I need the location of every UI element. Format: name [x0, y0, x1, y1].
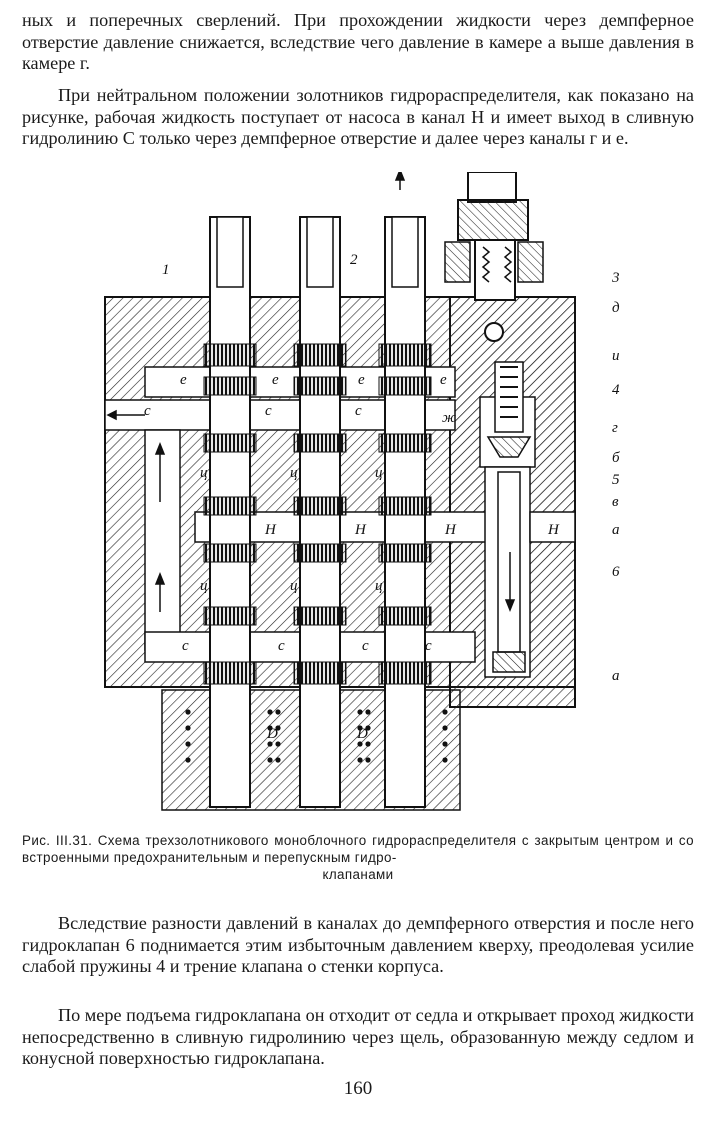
channel-h-label: Н — [547, 522, 560, 538]
callout-v: в — [612, 494, 619, 510]
paragraph-continuation: ных и поперечных сверлений. При прохожде… — [22, 10, 694, 74]
page-number: 160 — [343, 1078, 373, 1099]
bypass-valve-6 — [486, 361, 532, 673]
relief-valve-cap — [444, 172, 544, 342]
channel-c-label: с — [278, 638, 285, 654]
channel-e-label: е — [180, 372, 187, 388]
callout-a-bottom: а — [612, 668, 620, 684]
callout-g: г — [612, 420, 618, 436]
channel-e-label: е — [440, 372, 447, 388]
channel-ts-label: ц — [200, 578, 208, 594]
channel-h-label: Н — [354, 522, 367, 538]
callout-1: 1 — [162, 262, 170, 278]
chamber-d-label: D — [266, 726, 278, 742]
spool-1 — [203, 216, 257, 808]
channel-ts-label: ц — [200, 465, 208, 481]
spool-springs — [185, 709, 448, 763]
caption-main: Рис. III.31. Схема трехзолотникового мон… — [22, 833, 694, 865]
callout-3: 3 — [611, 270, 620, 286]
channel-c-label: с — [425, 638, 432, 654]
paragraph-pressure-difference: Вследствие разности давлений в каналах д… — [22, 913, 694, 977]
callout-d: д — [612, 300, 620, 316]
paragraph-valve-lift: По мере подъема гидроклапана он отходит … — [22, 1005, 694, 1069]
channel-e-label: е — [272, 372, 279, 388]
spool-2 — [293, 216, 347, 808]
channel-h-label: Н — [264, 522, 277, 538]
channel-c-label: с — [144, 403, 151, 419]
channel-zh-label: ж — [442, 410, 456, 426]
channel-e-label: е — [358, 372, 365, 388]
channel-ts-label: ц — [375, 578, 383, 594]
channel-c-label: с — [355, 403, 362, 419]
spool-3 — [378, 216, 432, 808]
channel-ts-label: ц — [290, 578, 298, 594]
callout-4: 4 — [612, 382, 620, 398]
hydraulic-distributor-figure: 1 2 3 д и 4 г б 5 в а 6 а е е е е с с с … — [100, 172, 680, 822]
channel-c-label: с — [362, 638, 369, 654]
flow-arrows — [106, 172, 516, 613]
callout-5: 5 — [612, 472, 620, 488]
channel-c-label: с — [182, 638, 189, 654]
channel-c-label: с — [265, 403, 272, 419]
chamber-d-label: D — [356, 726, 368, 742]
channel-h-label: Н — [444, 522, 457, 538]
channel-ts-label: ц — [375, 465, 383, 481]
callout-a-top: а — [612, 522, 620, 538]
callout-i: и — [612, 348, 620, 364]
callout-b: б — [612, 450, 620, 466]
paragraph-neutral-position: При нейтральном положении золотников гид… — [22, 85, 694, 149]
callout-6: 6 — [612, 564, 620, 580]
caption-end: клапанами — [322, 867, 394, 882]
figure-caption: Рис. III.31. Схема трехзолотникового мон… — [22, 832, 694, 883]
channel-ts-label: ц — [290, 465, 298, 481]
callout-2: 2 — [350, 252, 358, 268]
